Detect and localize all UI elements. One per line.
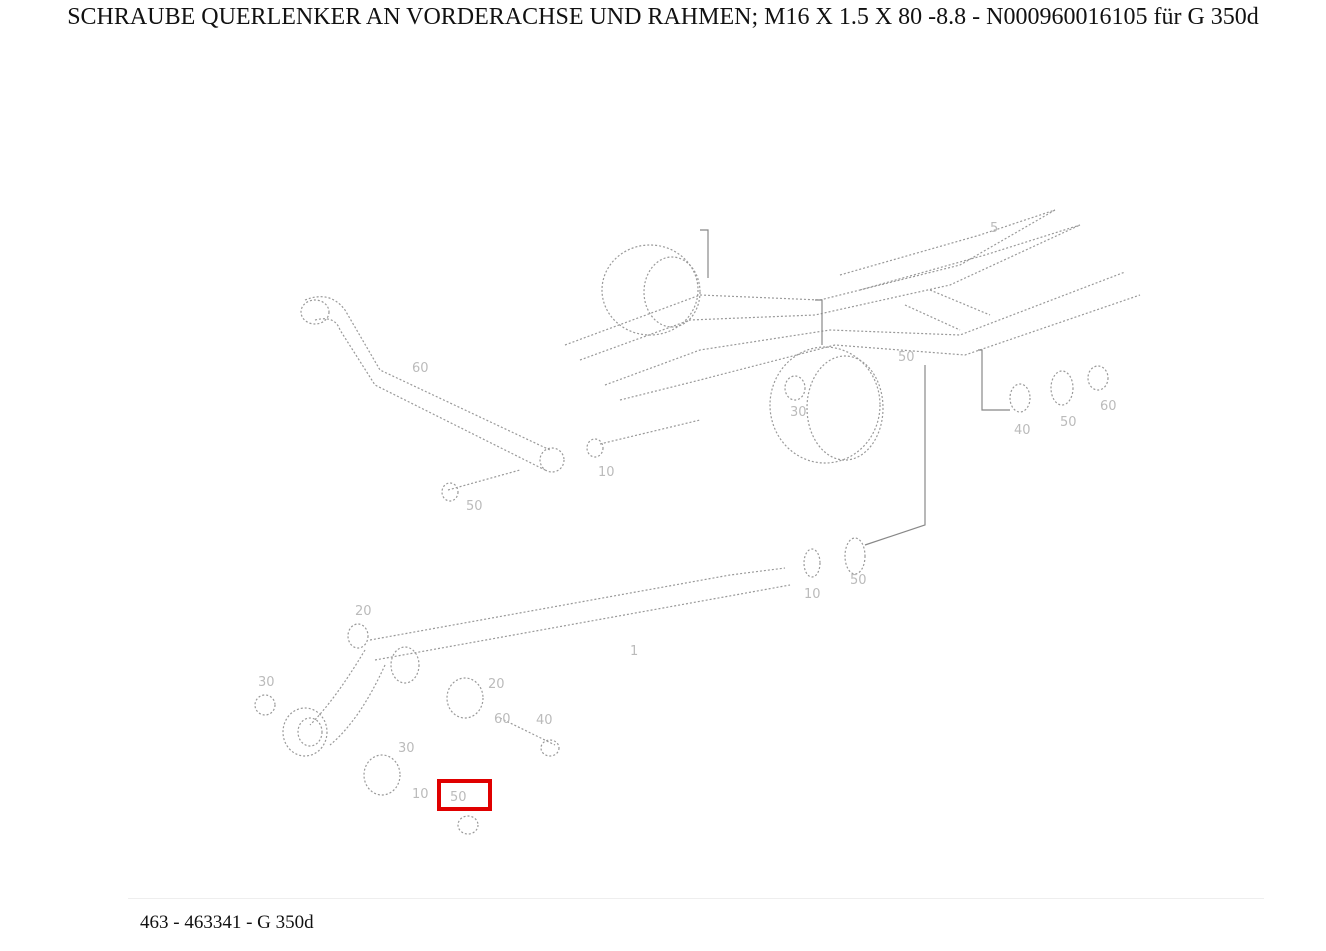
callout-label[interactable]: 60 bbox=[412, 361, 429, 376]
callout-label[interactable]: 50 bbox=[1060, 415, 1077, 430]
callout-label[interactable]: 50 bbox=[466, 499, 483, 514]
callout-label[interactable]: 50 bbox=[898, 350, 915, 365]
callout-label[interactable]: 20 bbox=[355, 604, 372, 619]
callout-label[interactable]: 40 bbox=[1014, 423, 1031, 438]
highlighted-callout-label[interactable]: 50 bbox=[450, 790, 467, 805]
callout-label[interactable]: 30 bbox=[790, 405, 807, 420]
bushing-set-right bbox=[784, 365, 1109, 413]
callout-label[interactable]: 10 bbox=[804, 587, 821, 602]
brake-drum-lower bbox=[769, 346, 884, 464]
brake-drum-upper bbox=[601, 244, 701, 336]
callout-label[interactable]: 30 bbox=[398, 741, 415, 756]
footer-caption: 463 - 463341 - G 350d bbox=[140, 912, 314, 933]
lower-control-arm bbox=[254, 365, 926, 835]
callout-label[interactable]: 1 bbox=[630, 644, 638, 659]
callout-label[interactable]: 10 bbox=[412, 787, 429, 802]
footer-divider bbox=[128, 898, 1264, 899]
chassis-frame bbox=[564, 209, 1141, 411]
callout-label[interactable]: 5 bbox=[990, 221, 998, 236]
callout-label[interactable]: 40 bbox=[536, 713, 553, 728]
highlighted-callout[interactable]: 50 bbox=[437, 779, 492, 811]
callout-label[interactable]: 10 bbox=[598, 465, 615, 480]
upper-control-arm bbox=[300, 296, 701, 502]
callout-label[interactable]: 50 bbox=[850, 573, 867, 588]
callout-label[interactable]: 30 bbox=[258, 675, 275, 690]
callout-label[interactable]: 60 bbox=[1100, 399, 1117, 414]
callout-label[interactable]: 60 bbox=[494, 712, 511, 727]
callout-label[interactable]: 20 bbox=[488, 677, 505, 692]
page-title: SCHRAUBE QUERLENKER AN VORDERACHSE UND R… bbox=[67, 4, 1259, 30]
